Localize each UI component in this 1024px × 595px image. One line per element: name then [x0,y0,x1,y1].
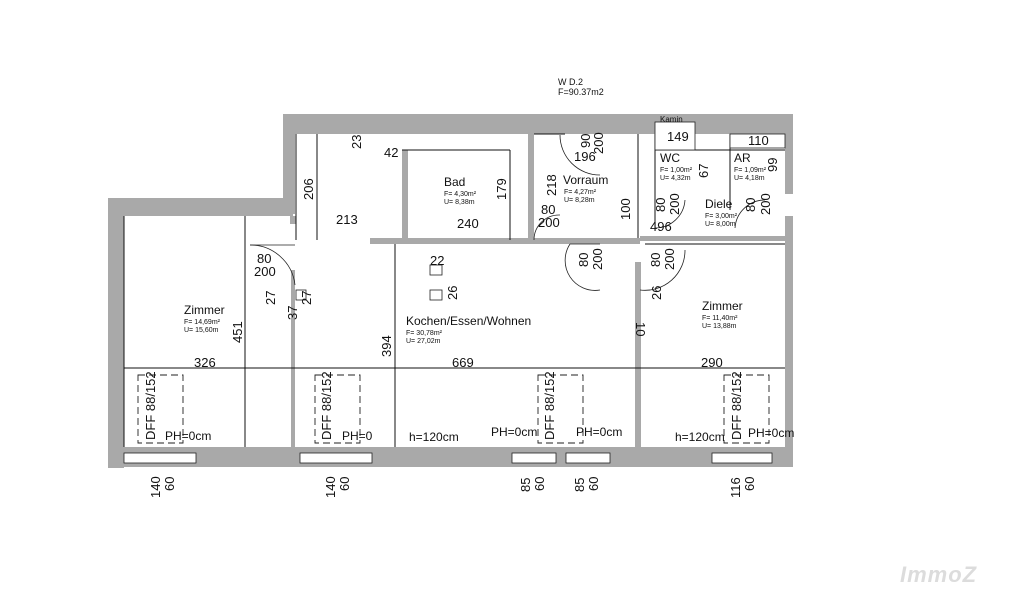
dim-22: 22 [430,253,444,268]
opening-4-b: 60 [586,477,601,491]
skylights [137,374,770,444]
interior-lines [123,121,786,447]
dim-496: 496 [650,219,672,234]
skylight-4-label: DFF 88/152 [729,371,744,440]
dim-326: 326 [194,355,216,370]
dim-240: 240 [457,216,479,231]
room-zimmer-right-f: F= 11,40m² [702,315,738,322]
dim-290: 290 [701,355,723,370]
opening-3-b: 60 [532,477,547,491]
room-kochen-name: Kochen/Essen/Wohnen [406,314,531,328]
skylight-2-label: DFF 88/152 [319,371,334,440]
room-bad-u: U= 8,38m [444,199,475,206]
room-ar-u: U= 4,18m [734,175,765,182]
opening-2-b: 60 [337,477,352,491]
dim-100: 100 [618,198,633,220]
room-diele-u: U= 8,00m [705,221,736,228]
dim-451: 451 [230,321,245,343]
dim-200z: 200 [254,264,276,279]
dim-80a: 80 [541,202,555,217]
dim-218: 218 [544,174,559,196]
dim-110: 110 [748,133,769,148]
skylight-1-label: DFF 88/152 [143,371,158,440]
room-kochen-f: F= 30,78m² [406,330,443,337]
opening-3-a: 85 [518,478,533,492]
dim-196: 196 [574,149,596,164]
dim-42: 42 [384,145,398,160]
dim-179: 179 [494,178,509,200]
ph-5: PH=0cm [748,426,794,440]
dim-200b: 200 [538,215,560,230]
room-zimmer-right-u: U= 13,88m [702,323,737,330]
dim-27a: 27 [263,291,278,305]
dim-669: 669 [452,355,474,370]
dim-26b: 26 [649,286,664,300]
room-bad-f: F= 4,30m² [444,191,477,198]
room-ar-name: AR [734,151,751,165]
opening-5-b: 60 [742,477,757,491]
opening-4-a: 85 [572,478,587,492]
dim-80e: 80 [648,253,663,267]
h-2: h=120cm [675,430,725,444]
room-vorraum-u: U= 8,28m [564,197,595,204]
room-wc-u: U= 4,32m [660,175,691,182]
room-wc-name: WC [660,151,680,165]
room-diele-f: F= 3,00m² [705,213,738,220]
dim-80wc: 80 [653,198,668,212]
dim-99: 99 [765,158,780,172]
room-wc-f: F= 1,00m² [660,167,693,174]
skylight-3-label: DFF 88/152 [542,371,557,440]
ph-1: PH=0cm [165,429,211,443]
dim-10: 10 [633,322,648,336]
room-zimmer-right-name: Zimmer [702,299,743,313]
ph-4: PH=0cm [576,425,622,439]
dim-80ar: 80 [743,198,758,212]
opening-2-a: 140 [323,476,338,498]
ph-3: PH=0cm [491,425,537,439]
room-zimmer-left-name: Zimmer [184,303,225,317]
dim-27b: 27 [299,291,314,305]
dim-206: 206 [301,178,316,200]
room-ar-f: F= 1,09m² [734,167,767,174]
room-zimmer-left-f: F= 14,69m² [184,319,221,326]
dim-67: 67 [696,164,711,178]
opening-1-a: 140 [148,476,163,498]
dim-200ar: 200 [758,193,773,215]
watermark-logo: ImmoZ [900,562,978,587]
unit-label: W D.2 [558,77,583,87]
dim-200e: 200 [662,248,677,270]
dim-80z: 80 [257,251,271,266]
dim-149: 149 [667,129,689,144]
opening-5-a: 116 [728,477,743,498]
room-diele-name: Diele [705,197,733,211]
dim-200a: 200 [591,132,606,154]
room-vorraum-f: F= 4,27m² [564,189,597,196]
walls [108,114,793,468]
room-zimmer-left-u: U= 15,60m [184,327,219,334]
dim-90: 90 [578,134,593,148]
dim-200wc: 200 [667,193,682,215]
room-bad-name: Bad [444,175,465,189]
room-kochen-u: U= 27,02m [406,338,441,345]
dim-23: 23 [349,135,364,149]
dim-26: 26 [445,286,460,300]
room-vorraum-name: Vorraum [563,173,608,187]
unit-area: F=90.37m2 [558,87,604,97]
bottom-windows [123,452,773,464]
dim-200d: 200 [590,248,605,270]
opening-1-b: 60 [162,477,177,491]
kamin-label: Kamin [660,115,683,124]
dim-213: 213 [336,212,358,227]
dim-80d: 80 [576,253,591,267]
door-swings [249,134,766,301]
dim-37: 37 [285,306,300,320]
dim-394: 394 [379,335,394,357]
ph-2: PH=0 [342,429,373,443]
h-1: h=120cm [409,430,459,444]
